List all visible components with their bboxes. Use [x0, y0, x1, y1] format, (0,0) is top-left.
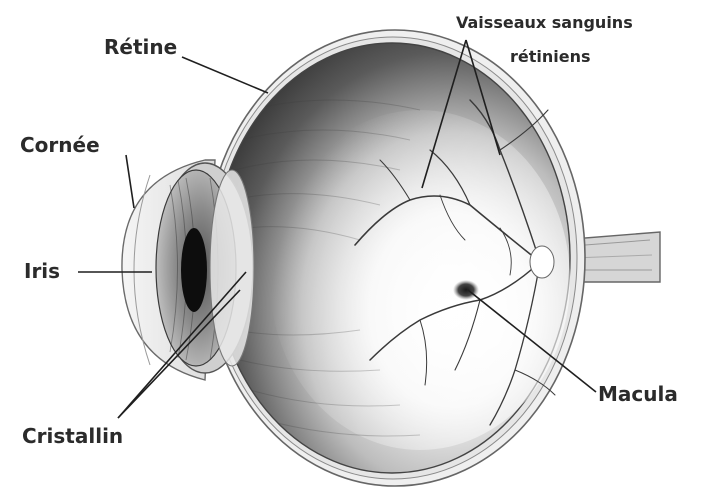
optic-disc: [530, 246, 554, 278]
label-vaisseaux-line2: rétiniens: [510, 47, 591, 66]
label-macula: Macula: [598, 382, 678, 406]
label-cornee: Cornée: [20, 133, 100, 157]
leader-retine: [182, 57, 268, 93]
anterior-segment: [122, 160, 254, 380]
label-vaisseaux-line1: Vaisseaux sanguins: [456, 13, 633, 32]
label-iris: Iris: [24, 259, 60, 283]
eyeball: [214, 43, 570, 473]
label-cristallin: Cristallin: [22, 424, 123, 448]
label-retine: Rétine: [104, 35, 177, 59]
leader-cornee: [126, 155, 134, 208]
macula-spot: [453, 280, 479, 300]
